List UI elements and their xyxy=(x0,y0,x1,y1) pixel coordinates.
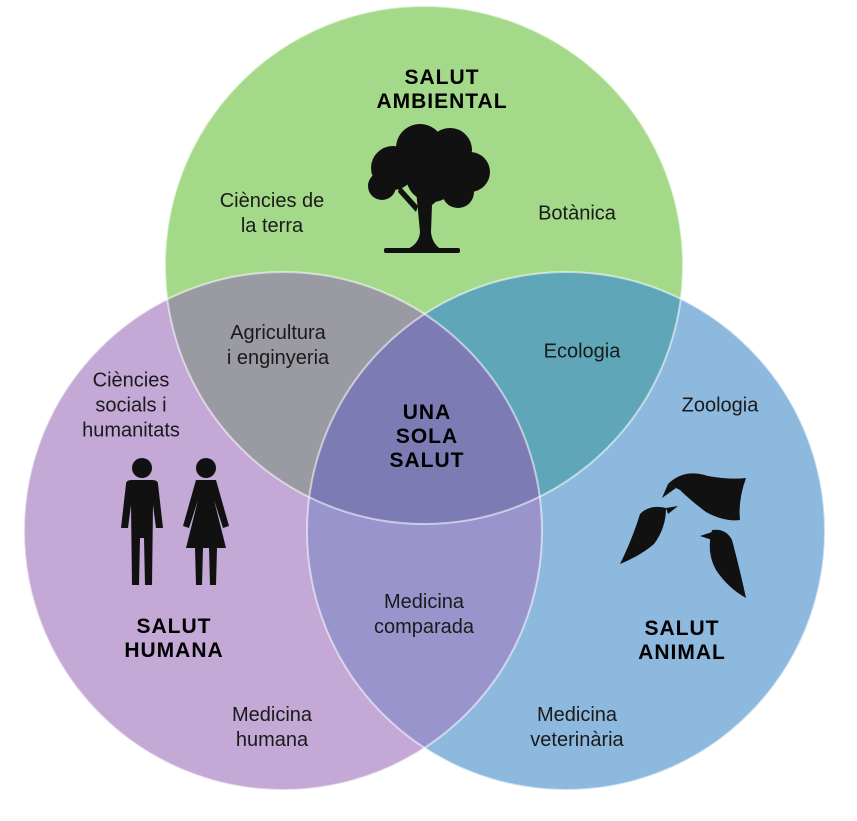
topic-line: Zoologia xyxy=(681,394,759,417)
title-line: SOLA xyxy=(395,425,459,448)
title-line: SALUT xyxy=(136,615,212,638)
title-line: UNA xyxy=(402,401,452,424)
title-salut-humana: SALUT HUMANA xyxy=(124,615,223,663)
topic-line: Ciències de xyxy=(219,190,325,212)
title-line: AMBIENTAL xyxy=(376,90,508,113)
topic-ciencies-terra: Ciències de la terra xyxy=(220,189,325,239)
title-line: SALUT xyxy=(389,449,465,472)
people-icon xyxy=(121,458,229,585)
topic-agricultura-enginyeria: Agricultura i enginyeria xyxy=(227,321,329,371)
topic-line: Botànica xyxy=(538,202,616,225)
topic-zoologia: Zoologia xyxy=(682,394,759,419)
title-line: HUMANA xyxy=(124,639,224,662)
overlap-center-area xyxy=(307,272,542,524)
topic-line: Medicina xyxy=(231,704,313,726)
topic-line: Medicina xyxy=(536,704,618,726)
title-line: ANIMAL xyxy=(638,641,726,664)
title-salut-ambiental: SALUT AMBIENTAL xyxy=(376,66,507,114)
topic-line: humanitats xyxy=(82,419,180,442)
tree-icon xyxy=(368,124,490,253)
topic-line: comparada xyxy=(373,616,475,638)
topic-line: Ciències xyxy=(92,369,170,392)
topic-medicina-comparada: Medicina comparada xyxy=(374,590,474,640)
title-una-sola-salut: UNA SOLA SALUT xyxy=(390,401,465,473)
topic-line: veterinària xyxy=(530,729,624,751)
topic-line: la terra xyxy=(240,215,304,237)
topic-line: socials i xyxy=(95,394,167,417)
topic-medicina-humana: Medicina humana xyxy=(232,703,312,753)
topic-ecologia: Ecologia xyxy=(544,340,621,365)
topic-line: Ecologia xyxy=(543,340,621,363)
title-line: SALUT xyxy=(404,66,480,89)
title-line: SALUT xyxy=(644,617,720,640)
topic-line: humana xyxy=(235,729,309,751)
topic-line: Medicina xyxy=(383,591,465,613)
topic-ciencies-socials: Ciències socials i humanitats xyxy=(82,369,180,444)
birds-icon xyxy=(620,473,746,598)
topic-line: Agricultura xyxy=(230,322,326,344)
topic-medicina-veterinaria: Medicina veterinària xyxy=(530,703,623,753)
title-salut-animal: SALUT ANIMAL xyxy=(638,617,726,665)
topic-line: i enginyeria xyxy=(226,347,330,369)
topic-botanica: Botànica xyxy=(538,202,616,227)
